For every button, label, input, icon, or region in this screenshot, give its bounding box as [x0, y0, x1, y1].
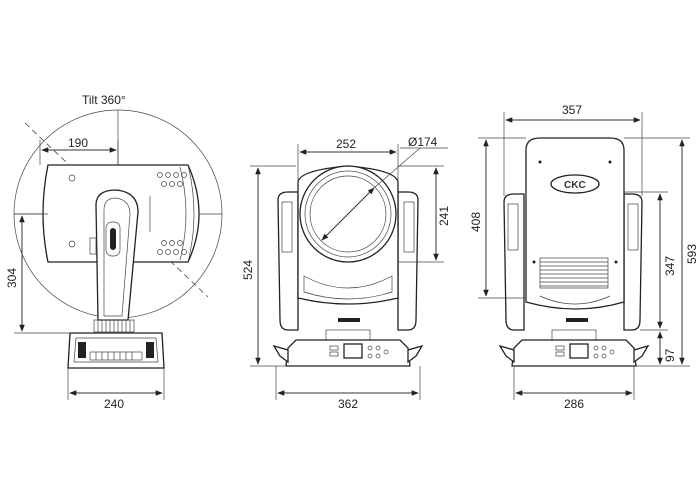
- back-yoke-left: [503, 193, 525, 331]
- front-lens: [309, 175, 387, 253]
- dim-240: 240: [104, 397, 124, 411]
- dim-97: 97: [663, 348, 677, 362]
- dim-304: 304: [5, 268, 19, 288]
- dim-252: 252: [336, 137, 356, 151]
- dim-diameter: Ø174: [408, 135, 438, 149]
- dim-286: 286: [564, 397, 584, 411]
- fins-lower: [157, 240, 187, 255]
- dim-524: 524: [241, 260, 255, 280]
- back-vent: [539, 257, 609, 289]
- front-yoke-right: [397, 191, 419, 331]
- side-handle: [105, 221, 121, 257]
- dim-408: 408: [469, 212, 483, 232]
- back-display: [569, 343, 589, 359]
- logo-text: CKC: [564, 180, 586, 191]
- side-neck-fins: [93, 319, 135, 333]
- back-logo: [550, 174, 600, 194]
- side-view: Tilt 360°: [5, 93, 223, 411]
- dim-347: 347: [663, 256, 677, 276]
- fins-upper: [157, 172, 187, 187]
- front-yoke-left: [277, 191, 299, 331]
- dim-362: 362: [338, 397, 358, 411]
- front-display: [343, 343, 363, 359]
- dim-241: 241: [437, 206, 451, 226]
- dim-593: 593: [685, 244, 699, 264]
- front-view: 252 Ø174 241 524 362: [241, 135, 451, 411]
- dim-357: 357: [562, 103, 582, 117]
- back-view: CKC 357 408 347: [469, 103, 699, 411]
- back-yoke-right: [623, 193, 643, 331]
- tilt-label: Tilt 360°: [82, 93, 126, 107]
- back-head: [525, 137, 625, 310]
- dim-190: 190: [68, 136, 88, 150]
